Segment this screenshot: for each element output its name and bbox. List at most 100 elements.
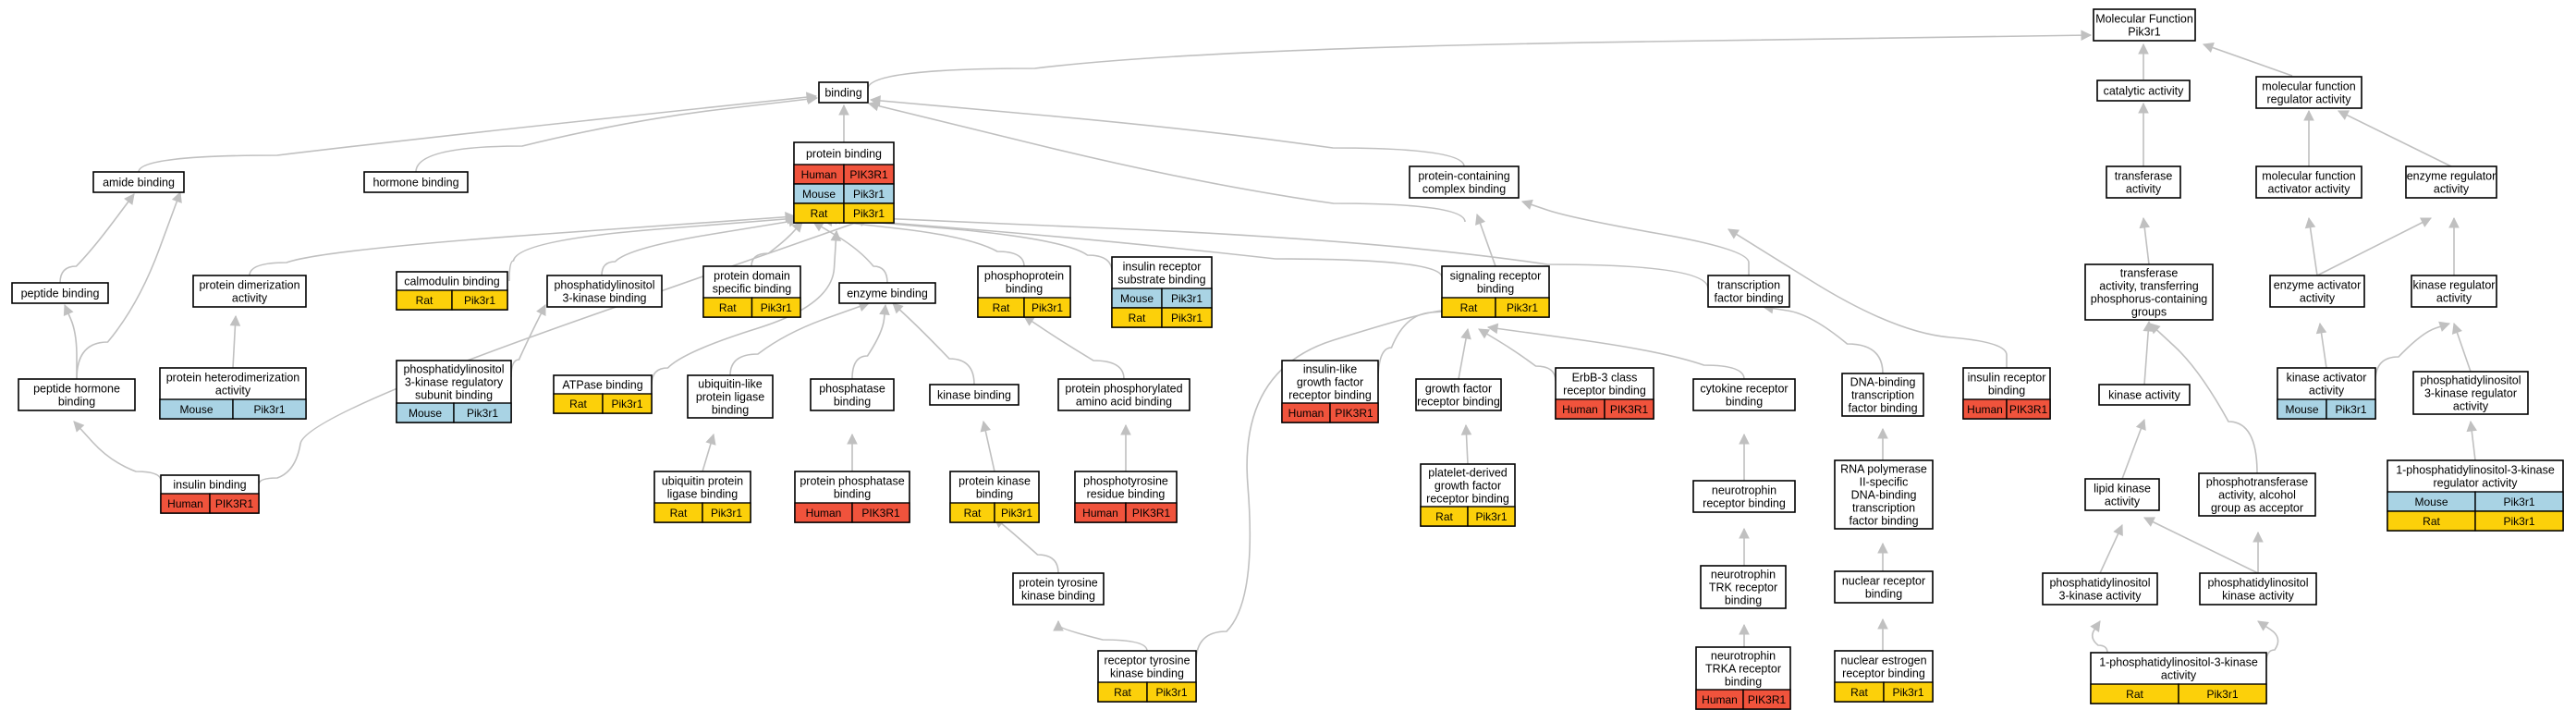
graph-edge [2138,102,2149,166]
go-term-node-hormone[interactable]: hormone binding [363,171,469,193]
graph-edge [869,95,1465,167]
go-term-node-binding[interactable]: binding [818,81,869,104]
go-term-node-amide[interactable]: amide binding [92,171,185,193]
go-term-node-catalytic[interactable]: catalytic activity [2096,80,2191,102]
edge-arrowhead [980,420,991,433]
node-box [2198,472,2316,517]
edge-arrowhead [2315,322,2327,335]
go-term-node-pi3k1[interactable]: 1-phosphatidylinositol-3-kinaseactivityR… [2090,652,2267,704]
edge-arrowhead [2090,620,2101,632]
edge-line [2338,110,2452,167]
graph-edge [1739,433,1750,481]
edge-line [415,97,818,173]
graph-edge [59,193,135,284]
node-label-line: growth factor [1297,376,1363,389]
edge-arrowhead [1520,199,1533,210]
edge-line [73,421,162,482]
gene-symbol: Pik3r1 [2503,496,2534,508]
node-label-line: enzyme regulator [2407,170,2497,183]
edge-arrowhead [1120,423,1131,435]
go-term-node-peptide[interactable]: peptide binding [11,282,109,304]
edge-line [2316,217,2432,276]
go-term-node-kinase[interactable]: kinase binding [929,384,1019,406]
edge-line [1023,315,1125,380]
edge-line [64,304,78,379]
edge-arrowhead [124,193,135,205]
go-term-node-kinact[interactable]: kinase activity [2098,384,2191,406]
species-label: Mouse [1120,292,1154,305]
graph-edge [1460,423,1472,465]
graph-edge [258,215,871,485]
species-label: Human [1288,407,1325,420]
edge-line [851,304,886,380]
edge-arrowhead [2420,217,2432,227]
node-label-line: kinase binding [937,389,1011,402]
go-term-node-enzyme[interactable]: enzyme binding [838,282,936,304]
gene-cell [232,398,307,420]
node-label-line: signaling receptor [1450,270,1542,283]
gene-symbol: Pik3r1 [853,207,885,220]
edge-arrowhead [1877,618,1888,630]
gene-symbol: Pik3r1 [2335,403,2366,416]
graph-edge [2143,517,2259,574]
graph-edge [1458,327,1471,380]
go-term-node-pi3kreg1[interactable]: 1-phosphatidylinositol-3-kinaseregulator… [2387,459,2564,532]
go-term-node-rnapol[interactable]: RNA polymeraseII-specificDNA-bindingtran… [1834,459,1934,530]
node-label-line: ligase binding [667,488,738,501]
gene-symbol: Pik3r1 [2503,515,2534,528]
gene-cell [1883,681,1934,703]
edge-line [2375,323,2450,382]
node-box [2096,80,2191,102]
